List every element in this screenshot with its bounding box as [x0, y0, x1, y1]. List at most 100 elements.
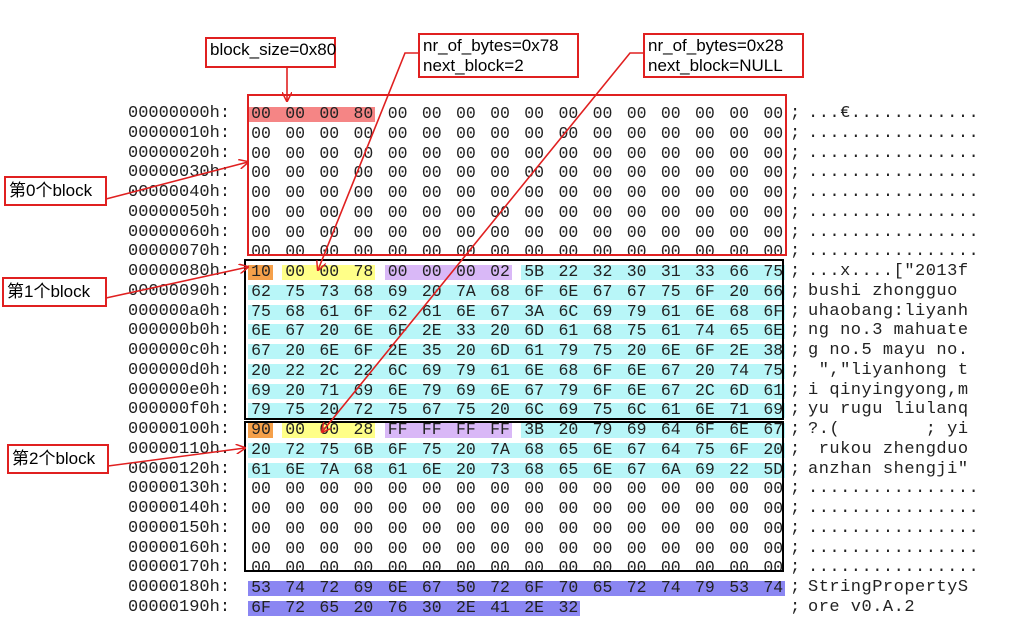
highlight-red	[248, 107, 376, 122]
nr-of-bytes-text: nr_of_bytes=0x78	[423, 36, 559, 55]
highlight-blue	[248, 601, 581, 616]
separator: ;	[790, 104, 801, 123]
hex-byte: 00	[695, 123, 715, 143]
hex-byte: 6E	[626, 360, 647, 380]
hex-byte: 00	[558, 143, 579, 163]
hex-byte: 69	[455, 380, 476, 400]
arrow-block2-header	[322, 52, 643, 432]
block1-frame	[244, 259, 784, 420]
hex-byte: 6E	[251, 321, 271, 341]
hex-byte: 00	[251, 123, 271, 143]
hex-byte: 79	[251, 400, 271, 420]
hex-byte: 6E	[558, 281, 579, 301]
hex-byte: 00	[660, 558, 681, 578]
hex-byte: 00	[319, 518, 340, 538]
hex-byte: 79	[455, 360, 476, 380]
hex-byte: 00	[421, 222, 442, 242]
hex-byte: 00	[455, 499, 476, 519]
highlight-cyan	[248, 284, 786, 300]
hex-byte: 6E	[353, 321, 374, 341]
hex-byte: 6E	[729, 420, 749, 440]
separator: ;	[790, 459, 801, 479]
hex-byte: 00	[729, 558, 749, 578]
hex-byte: 61	[251, 459, 271, 479]
hex-byte: 6B	[353, 439, 374, 459]
hex-byte: 6E	[421, 459, 442, 479]
ascii-text: rukou zhengduo	[808, 439, 969, 459]
hex-byte: 00	[285, 143, 306, 163]
hex-byte: 00	[524, 123, 545, 143]
separator: ;	[790, 558, 801, 578]
ascii-text: yu rugu liulanq	[808, 400, 969, 420]
hex-byte: 74	[763, 578, 784, 598]
hex-byte: 6D	[524, 321, 545, 341]
hex-byte: 6E	[387, 380, 408, 400]
hex-byte: 73	[490, 459, 510, 479]
hex-byte: 50	[455, 578, 476, 598]
hex-byte: 00	[695, 163, 715, 183]
hex-byte: 61	[660, 301, 681, 321]
highlight-purple	[384, 265, 513, 281]
ascii-text: i qinyingyong,m	[808, 380, 969, 400]
hex-byte: 00	[490, 558, 510, 578]
hex-byte: 00	[387, 163, 408, 183]
hex-byte: 00	[524, 518, 545, 538]
highlight-cyan	[521, 423, 786, 439]
hex-byte: FF	[387, 420, 408, 440]
hex-byte: 00	[319, 104, 340, 123]
hex-byte: 20	[490, 321, 510, 341]
hex-byte: 00	[558, 123, 579, 143]
ascii-text: ................	[808, 202, 980, 222]
hex-byte: 00	[763, 499, 784, 519]
hex-byte: 00	[319, 499, 340, 519]
address: 00000160h:	[128, 538, 231, 558]
hex-byte: 6E	[695, 400, 715, 420]
hex-byte: 20	[353, 598, 374, 617]
highlight-cyan	[248, 403, 786, 419]
hex-byte: 69	[421, 360, 442, 380]
hex-byte: 00	[455, 104, 476, 123]
hex-byte: 7A	[455, 281, 476, 301]
hex-byte: 00	[319, 558, 340, 578]
hex-byte: 69	[251, 380, 271, 400]
hex-byte: 00	[353, 242, 374, 262]
hex-byte: 00	[558, 558, 579, 578]
hex-byte: 00	[455, 202, 476, 222]
hex-byte: 00	[729, 479, 749, 499]
hex-byte: 61	[319, 301, 340, 321]
hex-byte: 20	[626, 341, 647, 361]
separator: ;	[790, 242, 801, 262]
hex-byte: 00	[660, 518, 681, 538]
hex-byte: 00	[353, 558, 374, 578]
hex-byte: 75	[285, 281, 306, 301]
hex-byte: 00	[729, 222, 749, 242]
separator: ;	[790, 499, 801, 519]
hex-byte: 3B	[524, 420, 545, 440]
hex-byte: 00	[626, 558, 647, 578]
hex-byte: 75	[387, 400, 408, 420]
hex-byte: 2E	[729, 341, 749, 361]
hex-byte: 75	[763, 262, 784, 282]
address: 000000d0h:	[128, 360, 231, 380]
hex-byte: 68	[353, 459, 374, 479]
separator: ;	[790, 360, 801, 380]
hex-byte: 67	[660, 380, 681, 400]
separator: ;	[790, 123, 801, 143]
hex-byte: 00	[455, 262, 476, 282]
hex-byte: 00	[592, 104, 613, 123]
hex-byte: 00	[695, 479, 715, 499]
hex-byte: 00	[251, 479, 271, 499]
hex-byte: 00	[660, 479, 681, 499]
hex-byte: 6F	[729, 439, 749, 459]
address: 00000170h:	[128, 558, 231, 578]
hex-byte: 00	[524, 479, 545, 499]
hex-byte: 6C	[524, 400, 545, 420]
hex-byte: 00	[558, 163, 579, 183]
hex-byte: 00	[729, 538, 749, 558]
separator: ;	[790, 321, 801, 341]
separator: ;	[790, 222, 801, 242]
hex-byte: 69	[763, 400, 784, 420]
